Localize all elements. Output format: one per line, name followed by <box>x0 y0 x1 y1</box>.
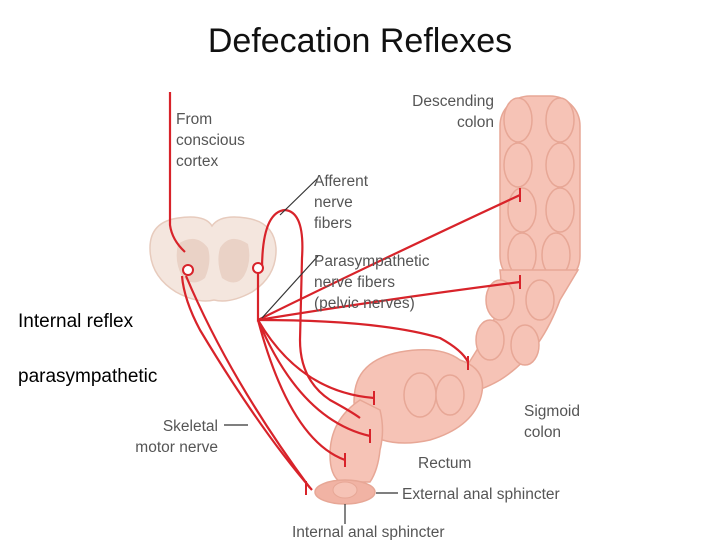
parasympathetic-neuron-soma <box>252 262 264 274</box>
motor-neuron-soma <box>182 264 194 276</box>
spinal-gray-matter <box>176 238 250 283</box>
leader-lines <box>224 177 398 524</box>
from-cortex-label-3: cortex <box>176 153 218 170</box>
internal-sphincter-label: Internal anal sphincter <box>292 524 445 540</box>
nerve-endings <box>305 188 521 495</box>
external-sphincter-label: External anal sphincter <box>402 486 560 503</box>
skeletal-motor-label-2: motor nerve <box>135 439 218 456</box>
sigmoid-colon-label-1: Sigmoid <box>524 403 580 420</box>
internal-anal-sphincter <box>332 481 358 499</box>
rectum <box>329 399 384 483</box>
descending-colon-label-2: colon <box>457 114 494 131</box>
afferent-label-2: nerve <box>314 194 353 211</box>
parasympathetic-note: parasympathetic <box>18 366 158 387</box>
from-cortex-label-2: conscious <box>176 132 245 149</box>
skeletal-motor-label-1: Skeletal <box>163 418 218 435</box>
parasympathetic-label-2: nerve fibers <box>314 274 395 291</box>
descending-colon <box>454 95 581 393</box>
from-cortex-label-1: From <box>176 111 212 128</box>
internal-reflex-note: Internal reflex <box>18 311 134 332</box>
afferent-label-3: fibers <box>314 215 352 232</box>
sigmoid-colon-label-2: colon <box>524 424 561 441</box>
nerve-fibers <box>168 92 521 491</box>
parasympathetic-label-3: (pelvic nerves) <box>314 295 415 312</box>
descending-colon-label-1: Descending <box>412 93 494 110</box>
slide-title: Defecation Reflexes <box>207 22 513 60</box>
rectum-label: Rectum <box>418 455 471 472</box>
afferent-label-1: Afferent <box>314 173 369 190</box>
parasympathetic-label-1: Parasympathetic <box>314 253 430 270</box>
